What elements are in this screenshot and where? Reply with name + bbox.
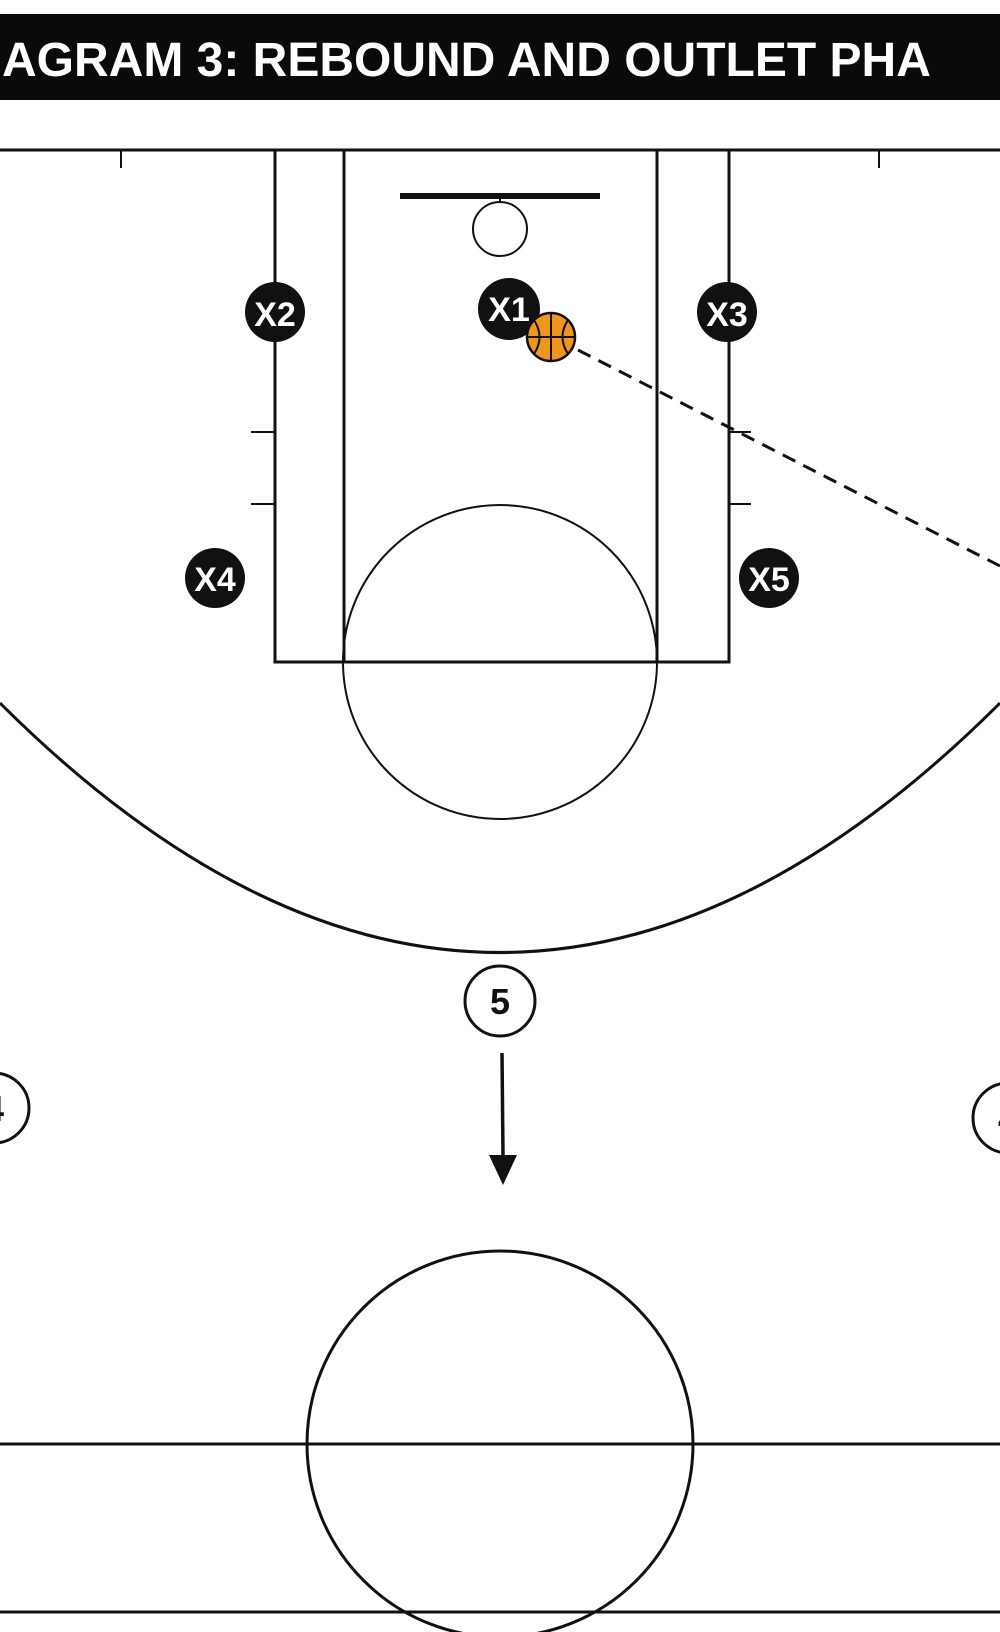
defender-marker: [739, 548, 799, 608]
ball-seam-right: [561, 319, 569, 355]
rim: [472, 201, 528, 257]
defender-label: X1: [488, 291, 530, 329]
offense-player-right-partial[interactable]: 4: [971, 1082, 1000, 1154]
defender-label: X5: [748, 561, 790, 599]
center-circle: [305, 1249, 695, 1632]
ball-seam-left: [533, 319, 541, 355]
offense-label: 4: [0, 1088, 4, 1129]
free-throw-circle: [342, 504, 658, 820]
cut-arrow-head: [489, 1155, 517, 1185]
diagram-title: AGRAM 3: REBOUND AND OUTLET PHA: [2, 34, 931, 87]
cut-arrow: [489, 1052, 517, 1185]
basketball-icon: [525, 311, 577, 363]
defender-label: X4: [194, 561, 236, 599]
offense-marker: [0, 1072, 31, 1144]
defender-x5[interactable]: X5: [739, 548, 799, 608]
defender-marker: [697, 282, 757, 342]
defender-x4[interactable]: X4: [185, 548, 245, 608]
offense-player-5[interactable]: 5: [463, 964, 537, 1038]
court-lines: [0, 148, 1000, 1632]
offense-marker: [971, 1082, 1000, 1154]
defender-label: X3: [706, 296, 748, 334]
defender-label: X2: [254, 296, 296, 334]
offense-player-left-partial[interactable]: 4: [0, 1072, 31, 1144]
offense-label: 5: [490, 981, 510, 1022]
defender-x3[interactable]: X3: [697, 282, 757, 342]
title-bar-background: [0, 14, 1000, 100]
offense-marker: [463, 964, 537, 1038]
outer-lane: [273, 148, 731, 664]
title-bar: AGRAM 3: REBOUND AND OUTLET PHA: [0, 14, 1000, 100]
defender-x2[interactable]: X2: [245, 282, 305, 342]
defender-marker: [478, 278, 540, 340]
defender-marker: [185, 548, 245, 608]
cut-arrow-shaft: [500, 1052, 505, 1156]
offense-label: 4: [998, 1098, 1000, 1139]
three-point-arc: [0, 701, 1000, 954]
defender-marker: [245, 282, 305, 342]
outlet-pass-line: [577, 348, 1000, 568]
defender-x1[interactable]: X1: [478, 278, 540, 340]
